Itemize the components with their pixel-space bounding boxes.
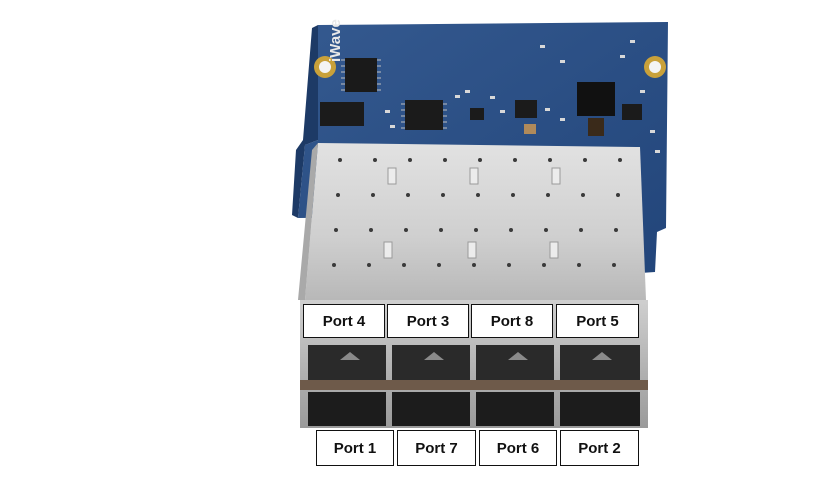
port-opening [308, 345, 386, 380]
ic-chip [622, 104, 642, 120]
port-label-bottom-2: Port 7 [397, 430, 476, 466]
port-label-top-2: Port 3 [387, 304, 469, 338]
sfp-cage [298, 143, 646, 300]
port-label-bottom-3: Port 6 [479, 430, 557, 466]
ic-chip [470, 108, 484, 120]
port-opening [476, 392, 554, 426]
ic-chip [577, 82, 615, 116]
port-opening [560, 392, 640, 426]
port-label-top-1: Port 4 [303, 304, 385, 338]
port-label-bottom-4: Port 2 [560, 430, 639, 466]
port-label-top-4: Port 5 [556, 304, 639, 338]
port-opening [560, 345, 640, 380]
port-label-top-3: Port 8 [471, 304, 553, 338]
port-opening [476, 345, 554, 380]
mounting-hole [314, 56, 336, 78]
port-opening [392, 392, 470, 426]
port-label-bottom-1: Port 1 [316, 430, 394, 466]
ic-chip [405, 100, 443, 130]
logo: iWave [327, 19, 344, 62]
ic-chip [345, 58, 377, 92]
ic-chip [515, 100, 537, 118]
port-opening [308, 392, 386, 426]
ic-chip [524, 124, 536, 134]
ic-chip [320, 102, 364, 126]
port-opening [392, 345, 470, 380]
cage-vent-dots [332, 158, 622, 267]
mounting-hole [644, 56, 666, 78]
ic-chip [588, 118, 604, 136]
